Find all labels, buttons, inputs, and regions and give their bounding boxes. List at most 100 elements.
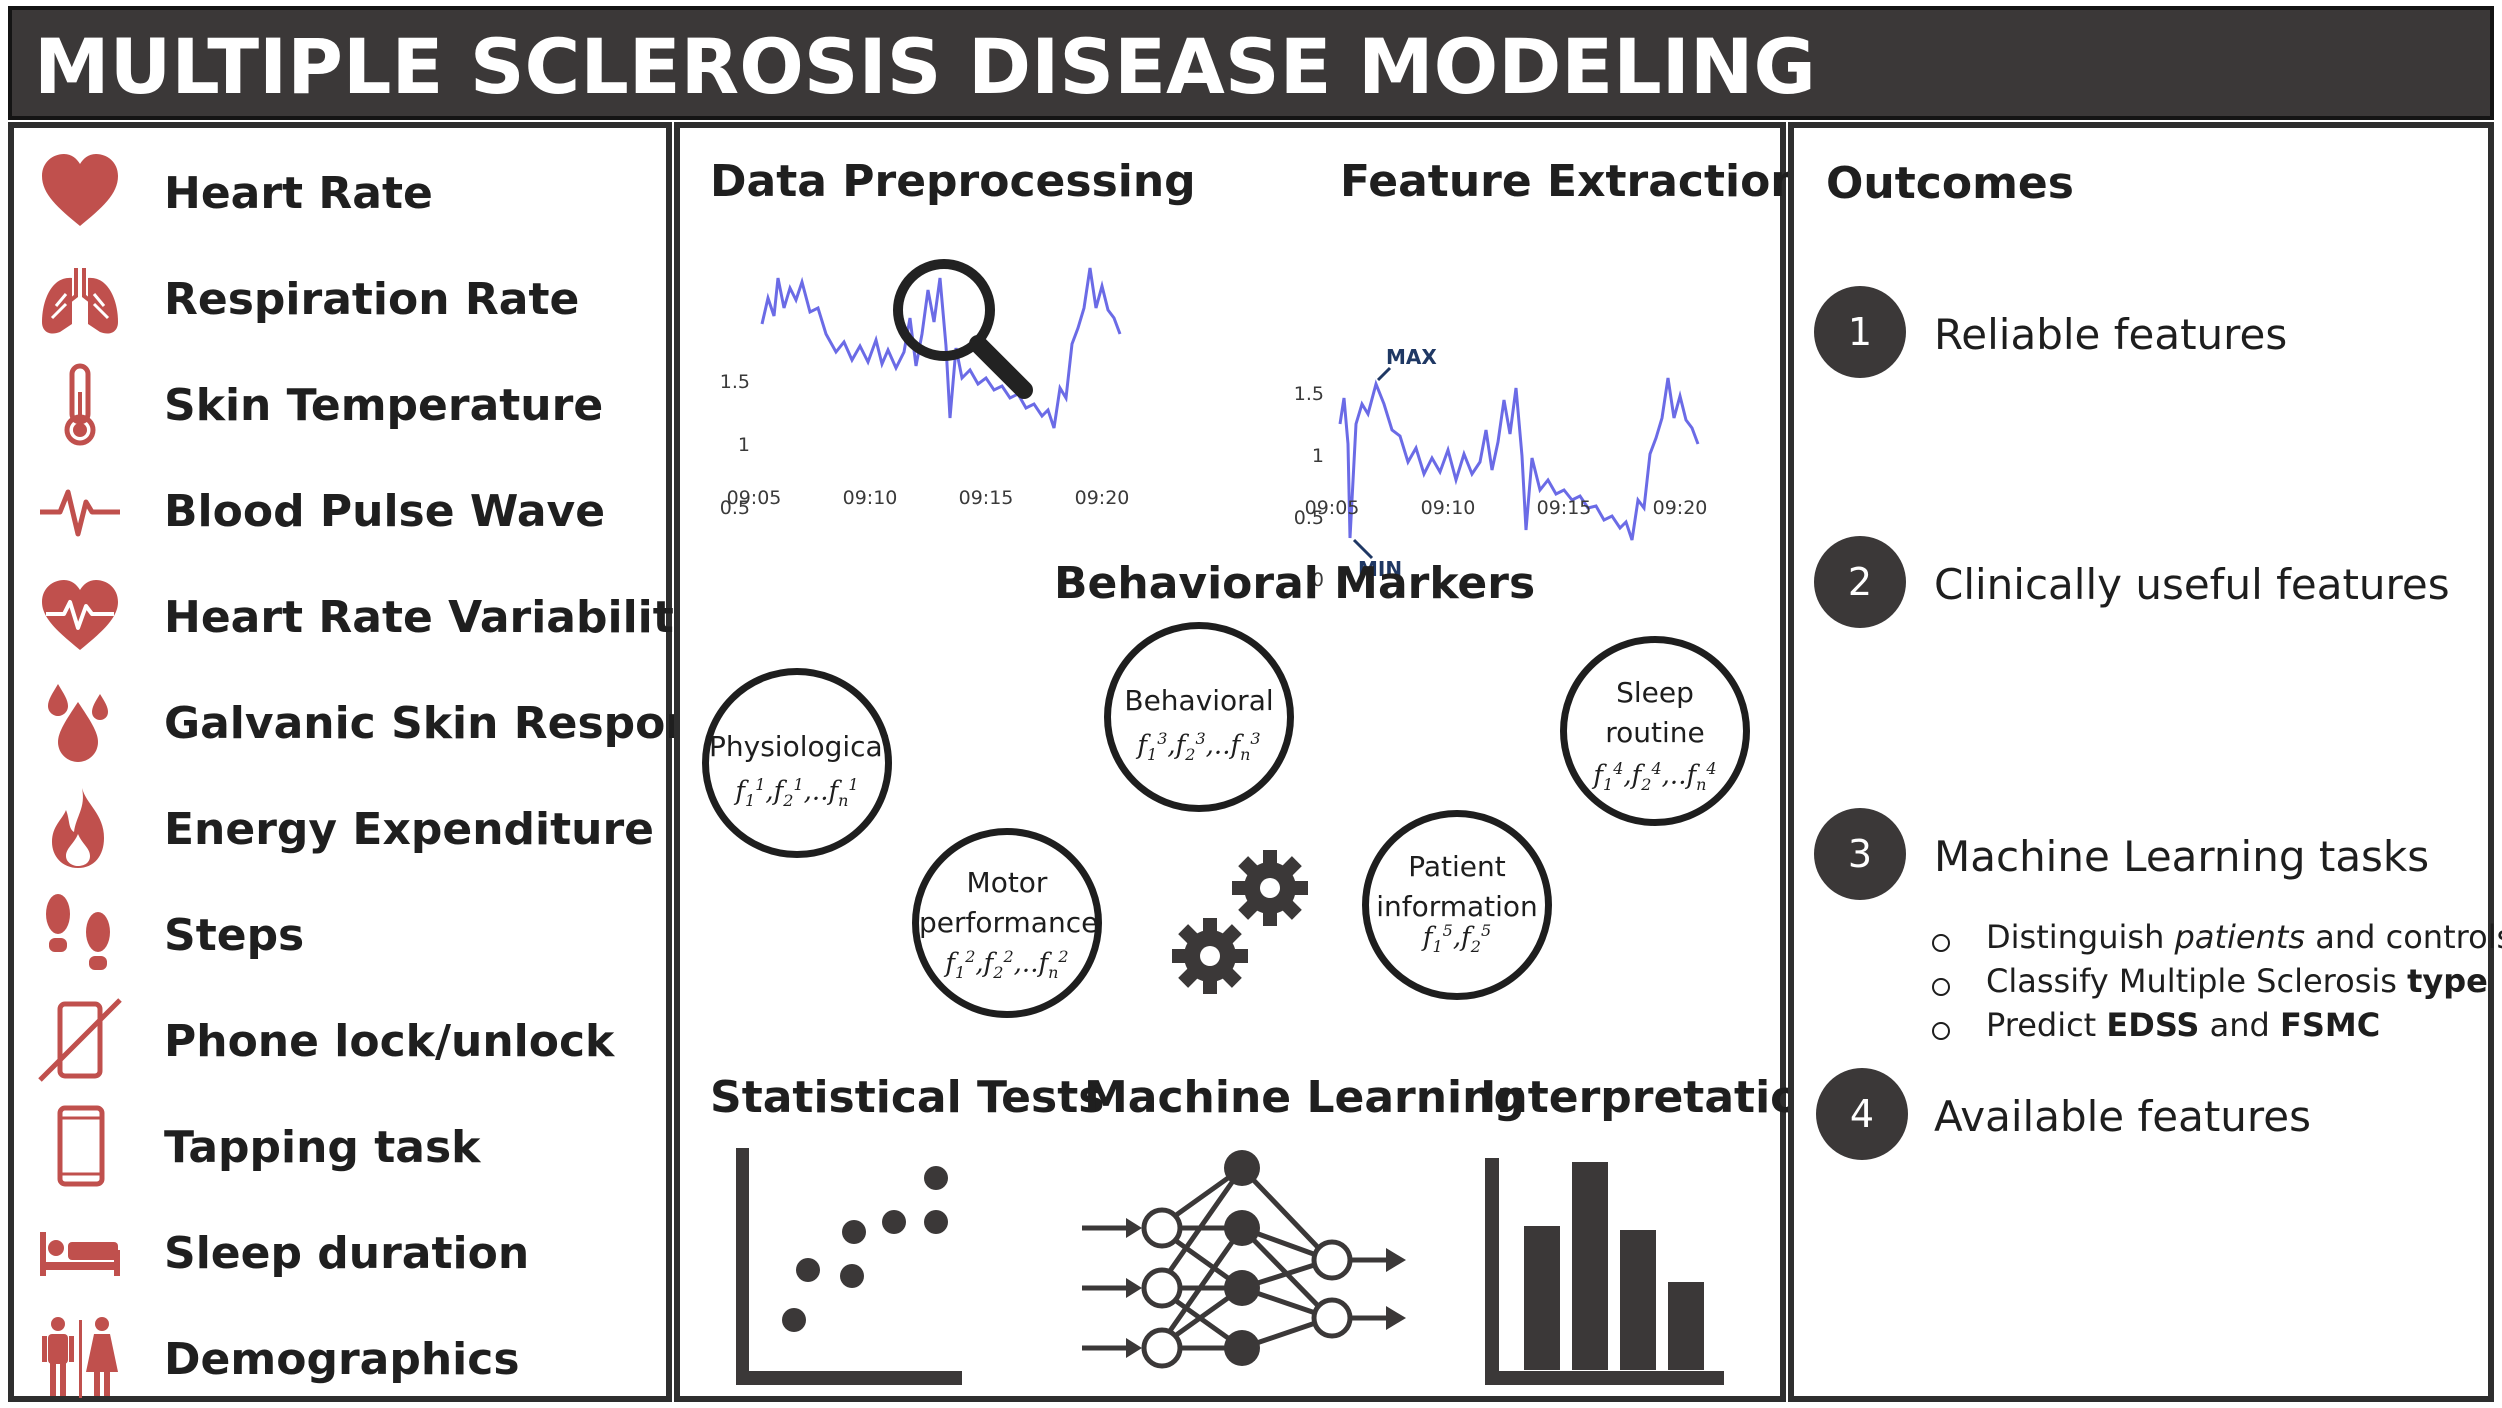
extraction-x-axis: 09:05 09:10 09:15 09:20	[1284, 488, 1764, 528]
sensor-energy-expenditure: Energy Expenditure	[38, 786, 678, 876]
sensor-label: Skin Temperature	[164, 380, 604, 431]
preprocessing-x-axis: 09:05 09:10 09:15 09:20	[710, 478, 1160, 518]
scatter-plot-icon	[736, 1148, 962, 1385]
y-tick: 1	[738, 434, 750, 456]
sensor-blood-pulse-wave: Blood Pulse Wave	[38, 468, 678, 558]
page-title: MULTIPLE SCLEROSIS DISEASE MODELING	[34, 22, 1816, 111]
sensor-label: Steps	[164, 910, 305, 961]
droplets-icon	[48, 684, 108, 762]
y-tick: 0	[1312, 569, 1324, 588]
sensor-tapping-task: Tapping task	[38, 1104, 678, 1194]
marker-behavioral: Behavioral f13,f23,..fn3	[1104, 622, 1294, 812]
outcome-number: 2	[1814, 536, 1906, 628]
phone-locked-icon	[38, 998, 122, 1082]
outcome-number: 4	[1816, 1068, 1908, 1160]
sensor-label: Respiration Rate	[164, 274, 580, 325]
marker-motor-performance: Motor performance f12,f22,..fn2	[912, 828, 1102, 1018]
outcomes-title: Outcomes	[1826, 158, 2074, 209]
marker-formula: f13,f23,..fn3	[1137, 729, 1261, 764]
marker-label: Motor	[966, 866, 1048, 899]
thermometer-icon	[64, 363, 96, 446]
sensor-label: Sleep duration	[164, 1228, 530, 1279]
gears-icon	[1172, 850, 1308, 994]
y-tick: 1	[1312, 445, 1324, 467]
outcome-number: 3	[1814, 808, 1906, 900]
interp-title: Interpretation	[1480, 1072, 1832, 1123]
phone-icon	[57, 1105, 105, 1187]
people-icon	[42, 1317, 118, 1398]
magnifier-icon	[893, 259, 1033, 399]
marker-formula: f15,f25	[1422, 921, 1492, 956]
ml-task-item: Predict EDSS and FSMC	[1986, 1006, 2381, 1044]
preprocessing-title: Data Preprocessing	[710, 156, 1196, 207]
sensor-panel: Heart Rate Respiration Rate Skin Tempera…	[8, 122, 753, 1402]
bar-chart-icon	[1485, 1158, 1724, 1385]
x-tick: 09:05	[1305, 497, 1360, 519]
max-label: MAX	[1386, 345, 1437, 369]
neural-network-icon	[1082, 1150, 1406, 1369]
title-bar: MULTIPLE SCLEROSIS DISEASE MODELING	[8, 6, 2494, 120]
marker-label: Patient	[1408, 850, 1506, 883]
sensor-skin-temperature: Skin Temperature	[38, 362, 678, 452]
outcome-label: Clinically useful features	[1934, 560, 2450, 609]
marker-formula: f11,f21,..fn1	[735, 775, 859, 810]
x-tick: 09:15	[1537, 497, 1592, 519]
y-tick: 1.5	[720, 371, 750, 393]
sensor-label: Heart Rate	[164, 168, 433, 219]
footprints-icon	[46, 894, 110, 970]
marker-patient-information: Patient information f15,f25	[1362, 810, 1552, 1000]
heart-pulse-icon	[42, 580, 118, 650]
ml-task-item: Classify Multiple Sclerosis type	[1986, 962, 2488, 1000]
outcome-label: Available features	[1934, 1092, 2311, 1141]
x-tick: 09:20	[1653, 497, 1708, 519]
sensor-heart-rate-variability: Heart Rate Variability	[38, 574, 702, 664]
extraction-title: Feature Extraction	[1340, 156, 1802, 207]
marker-label: Physiological	[709, 730, 891, 763]
min-label: MIN	[1358, 557, 1402, 581]
bullet	[1932, 978, 1950, 996]
preprocessing-signal-chart: 1.5 1 0.5 0	[720, 267, 1122, 519]
heart-icon	[42, 154, 118, 226]
flame-icon	[52, 788, 104, 868]
sensor-label: Blood Pulse Wave	[164, 486, 606, 537]
sensor-sleep-duration: Sleep duration	[38, 1210, 678, 1300]
sensor-label: Energy Expenditure	[164, 804, 654, 855]
outcome-number: 1	[1814, 286, 1906, 378]
marker-label: performance	[919, 906, 1099, 939]
x-tick: 09:10	[843, 487, 898, 509]
x-tick: 09:20	[1075, 487, 1130, 509]
marker-label: information	[1376, 890, 1538, 923]
sensor-steps: Steps	[38, 892, 678, 982]
marker-formula: f12,f22,..fn2	[945, 947, 1069, 982]
y-tick: 0.5	[720, 497, 750, 519]
marker-label: Behavioral	[1124, 684, 1274, 717]
x-tick: 09:10	[1421, 497, 1476, 519]
marker-formula: f14,f24,..fn4	[1593, 759, 1717, 794]
bullet	[1932, 1022, 1950, 1040]
signal-line	[760, 267, 1122, 429]
marker-sleep-routine: Sleep routine f14,f24,..fn4	[1560, 636, 1750, 826]
marker-label: Sleep	[1616, 676, 1694, 709]
ml-task-item: Distinguish patients and controls	[1986, 918, 2502, 956]
signal-line	[1338, 377, 1700, 541]
bullet	[1932, 934, 1950, 952]
sensor-demographics: Demographics	[38, 1316, 678, 1406]
sensor-label: Phone lock/unlock	[164, 1016, 615, 1067]
x-tick: 09:15	[959, 487, 1014, 509]
outcomes-panel: Outcomes 1 Reliable features 2 Clinicall…	[1788, 122, 2502, 1402]
sensor-label: Tapping task	[164, 1122, 481, 1173]
x-tick: 09:05	[727, 487, 782, 509]
y-tick: 1.5	[1294, 383, 1324, 405]
outcome-label: Reliable features	[1934, 310, 2288, 359]
lungs-icon	[42, 268, 118, 334]
pulse-wave-icon	[40, 489, 120, 537]
marker-label: routine	[1605, 716, 1705, 749]
y-tick: 0.5	[1294, 507, 1324, 529]
sensor-label: Demographics	[164, 1334, 520, 1385]
sensor-label: Heart Rate Variability	[164, 592, 703, 643]
marker-physiological: Physiological f11,f21,..fn1	[702, 668, 892, 858]
extraction-chart-area: 1.5 1 0.5 0 MAX MIN	[1284, 228, 1764, 591]
pipeline-panel: Data Preprocessing Feature Extraction 1.…	[674, 122, 1832, 1402]
outcome-label: Machine Learning tasks	[1934, 832, 2430, 881]
ml-title: Machine Learning	[1084, 1072, 1525, 1123]
